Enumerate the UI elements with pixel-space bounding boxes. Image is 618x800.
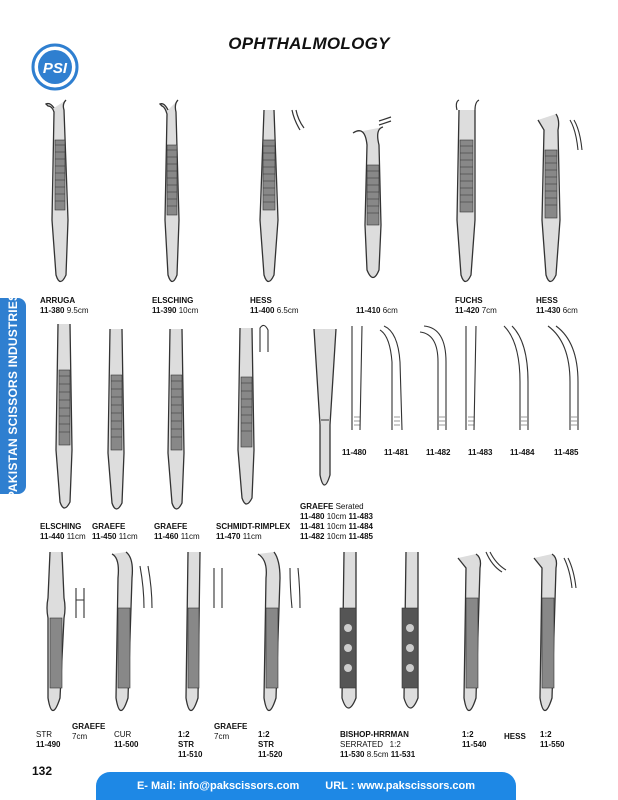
graefe-serrated-block: GRAEFE Serated 11-480 10cm 11-483 11-481… <box>300 502 373 541</box>
tip-label-11-485: 11-485 <box>554 448 579 457</box>
label-hess: HESS <box>504 732 526 741</box>
forceps-11-430 <box>537 113 583 283</box>
forceps-11-400 <box>259 109 305 283</box>
graefe-tips <box>351 325 579 431</box>
forceps-11-490 <box>46 551 85 712</box>
tip-label-11-484: 11-484 <box>510 448 535 457</box>
forceps-11-390 <box>158 99 180 283</box>
forceps-11-460 <box>167 328 185 510</box>
forceps-11-470 <box>237 324 269 505</box>
svg-text:PSI: PSI <box>43 60 68 77</box>
forceps-11-520 <box>257 551 301 712</box>
forceps-graefe-large <box>313 328 337 486</box>
side-tab-label: PAKISTAN SCISSORS INDUSTRIES <box>6 292 20 500</box>
forceps-11-510 <box>185 551 223 712</box>
forceps-11-410 <box>352 116 392 279</box>
footer-bar: E- Mail: info@pakscissors.com URL : www.… <box>96 772 516 800</box>
footer-url[interactable]: URL : www.pakscissors.com <box>325 780 476 792</box>
tip-label-11-480: 11-480 <box>342 448 367 457</box>
forceps-11-540 <box>457 551 507 712</box>
page-title: OPHTHALMOLOGY <box>228 34 390 53</box>
footer-email[interactable]: E- Mail: info@pakscissors.com <box>136 780 300 792</box>
side-tab: PAKISTAN SCISSORS INDUSTRIES <box>0 293 26 499</box>
tip-label-11-483: 11-483 <box>468 448 493 457</box>
forceps-11-500 <box>111 551 153 712</box>
forceps-11-450 <box>107 328 125 510</box>
psi-logo: PSI <box>31 43 79 91</box>
forceps-11-550 <box>533 553 577 712</box>
tip-label-11-481: 11-481 <box>384 448 409 457</box>
tip-label-11-482: 11-482 <box>426 448 451 457</box>
label-11-410: 11-410 6cm <box>356 306 398 315</box>
forceps-11-420 <box>455 99 480 283</box>
page-number: 132 <box>32 764 53 778</box>
forceps-11-380 <box>44 99 69 283</box>
forceps-11-440 <box>55 323 73 509</box>
forceps-11-530 <box>339 551 419 709</box>
